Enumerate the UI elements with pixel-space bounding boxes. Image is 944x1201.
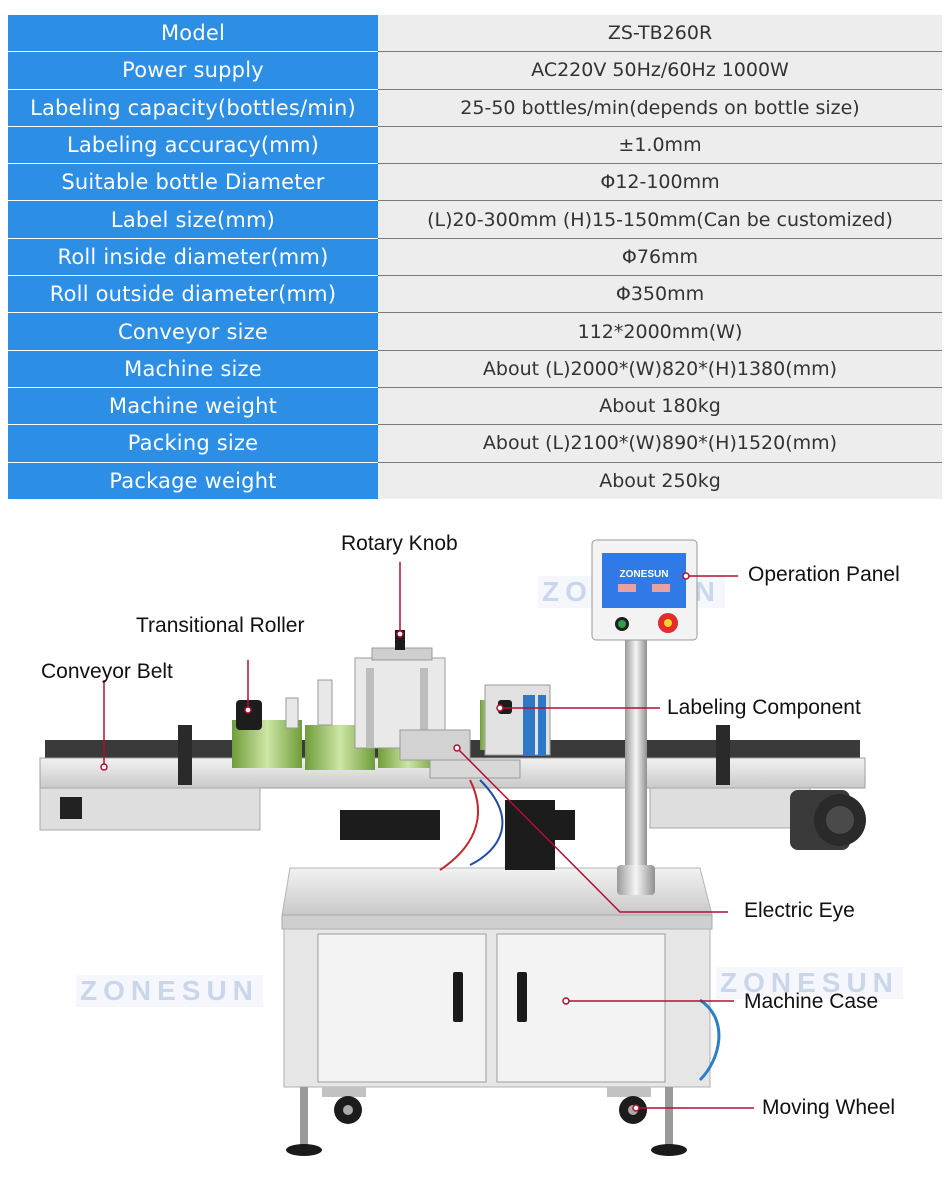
machine-case xyxy=(281,867,721,1088)
spec-value: (L)20-300mm (H)15-150mm(Can be customize… xyxy=(378,200,942,239)
spec-label: Model xyxy=(8,15,378,53)
spec-row-machine-size: Machine size About (L)2000*(W)820*(H)138… xyxy=(8,350,942,388)
brand-watermark: ZONESUN xyxy=(76,975,263,1007)
spec-label: Conveyor size xyxy=(8,312,378,351)
spec-value: ZS-TB260R xyxy=(378,15,942,53)
machine-illustration: ZONESUN xyxy=(39,539,866,1156)
spec-value: About 180kg xyxy=(378,387,942,426)
brand-watermark: ZONESUN xyxy=(716,967,903,999)
spec-row-power: Power supply AC220V 50Hz/60Hz 1000W xyxy=(8,51,942,90)
labeling-head xyxy=(354,630,471,761)
spec-label: Suitable bottle Diameter xyxy=(8,163,378,202)
drive-blocks xyxy=(340,759,575,871)
spec-row-roll-inside: Roll inside diameter(mm) Φ76mm xyxy=(8,238,942,277)
spec-value: 25-50 bottles/min(depends on bottle size… xyxy=(378,89,942,127)
spec-label: Roll inside diameter(mm) xyxy=(8,238,378,277)
spec-value: About (L)2000*(W)820*(H)1380(mm) xyxy=(378,350,942,388)
spec-label: Label size(mm) xyxy=(8,200,378,239)
callout-machine-case: Machine Case xyxy=(744,990,879,1013)
spec-value: About (L)2100*(W)890*(H)1520(mm) xyxy=(378,424,942,463)
moving-wheel xyxy=(286,1087,687,1156)
spec-label: Roll outside diameter(mm) xyxy=(8,275,378,314)
spec-value: About 250kg xyxy=(378,462,942,500)
callout-labeling-component: Labeling Component xyxy=(667,696,861,719)
spec-row-model: Model ZS-TB260R xyxy=(8,15,942,53)
spec-row-conveyor: Conveyor size 112*2000mm(W) xyxy=(8,312,942,351)
spec-value: Φ76mm xyxy=(378,238,942,277)
spec-row-package-weight: Package weight About 250kg xyxy=(8,462,942,500)
spec-value: Φ350mm xyxy=(378,275,942,314)
spec-row-packing-size: Packing size About (L)2100*(W)890*(H)152… xyxy=(8,424,942,463)
spec-label: Machine weight xyxy=(8,387,378,426)
spec-row-label-size: Label size(mm) (L)20-300mm (H)15-150mm(C… xyxy=(8,200,942,239)
transitional-roller xyxy=(236,679,333,730)
spec-label: Labeling capacity(bottles/min) xyxy=(8,89,378,127)
spec-row-roll-outside: Roll outside diameter(mm) Φ350mm xyxy=(8,275,942,314)
callout-transitional-roller: Transitional Roller xyxy=(136,614,305,637)
callout-conveyor-belt: Conveyor Belt xyxy=(41,660,173,683)
spec-label: Machine size xyxy=(8,350,378,388)
spec-label: Packing size xyxy=(8,424,378,463)
operation-panel: ZONESUN xyxy=(591,539,698,895)
screen-logo: ZONESUN xyxy=(620,569,669,580)
machine-figure: ZONESUN ZONESUN ZONESUN ZONESUN xyxy=(0,520,944,1201)
callout-pointers xyxy=(103,562,754,1109)
spec-value: 112*2000mm(W) xyxy=(378,312,942,351)
spec-table: Model ZS-TB260R Power supply AC220V 50Hz… xyxy=(8,15,942,500)
spec-value: Φ12-100mm xyxy=(378,163,942,202)
callout-dots xyxy=(100,572,690,1112)
spec-label: Labeling accuracy(mm) xyxy=(8,126,378,165)
spec-row-diameter: Suitable bottle Diameter Φ12-100mm xyxy=(8,163,942,202)
spec-value: AC220V 50Hz/60Hz 1000W xyxy=(378,51,942,90)
labeling-component xyxy=(484,684,551,756)
spec-value: ±1.0mm xyxy=(378,126,942,165)
spec-row-capacity: Labeling capacity(bottles/min) 25-50 bot… xyxy=(8,89,942,127)
callout-electric-eye: Electric Eye xyxy=(744,899,855,922)
callout-rotary-knob: Rotary Knob xyxy=(341,532,458,555)
spec-row-accuracy: Labeling accuracy(mm) ±1.0mm xyxy=(8,126,942,165)
callout-moving-wheel: Moving Wheel xyxy=(762,1096,896,1119)
spec-row-machine-weight: Machine weight About 180kg xyxy=(8,387,942,426)
spec-label: Power supply xyxy=(8,51,378,90)
callout-operation-panel: Operation Panel xyxy=(748,563,900,586)
spec-label: Package weight xyxy=(8,462,378,500)
